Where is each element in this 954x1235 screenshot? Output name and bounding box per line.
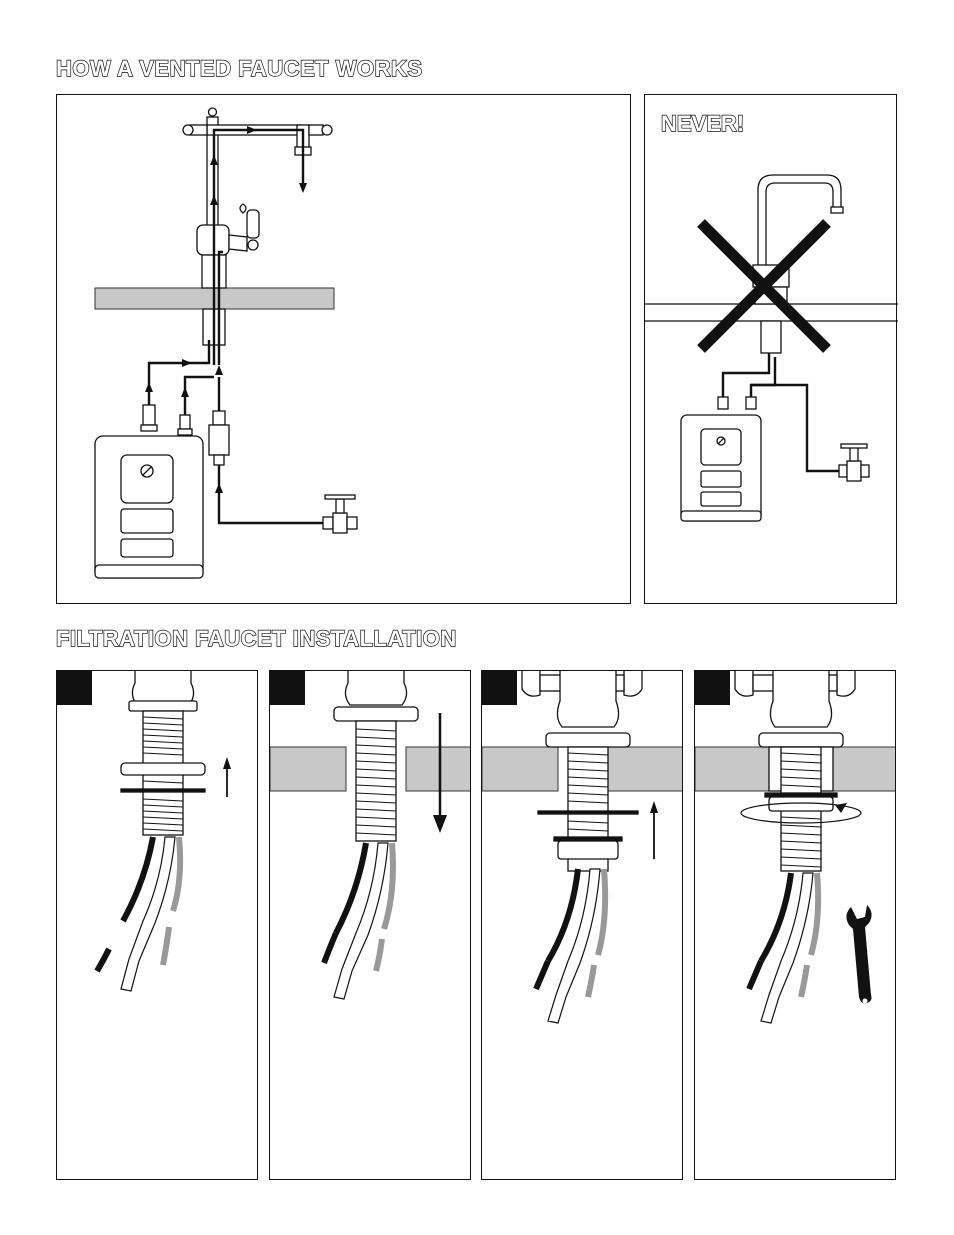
countertop-left xyxy=(482,747,558,791)
gasket xyxy=(334,707,418,721)
step-4-illustration xyxy=(695,671,896,1180)
supply-tubes xyxy=(536,869,605,1023)
wrench-icon xyxy=(846,905,871,1004)
gasket xyxy=(546,733,630,747)
installation-step-1 xyxy=(56,670,258,1180)
step-number-badge xyxy=(270,671,305,705)
vented-faucet-diagram xyxy=(56,94,631,604)
faucet-base xyxy=(132,671,193,705)
faucet-base xyxy=(345,671,406,705)
step-number-badge xyxy=(482,671,517,705)
supply-tubes xyxy=(324,843,393,999)
arrow-down xyxy=(181,387,189,397)
step-1-illustration xyxy=(57,671,258,1180)
never-warning-panel: NEVER! xyxy=(644,94,897,604)
step-number-badge xyxy=(57,671,92,705)
arrow-up xyxy=(215,483,223,493)
washer xyxy=(121,789,205,792)
arrow-down xyxy=(433,815,447,833)
hot-water-tank xyxy=(95,436,203,578)
installation-step-4 xyxy=(694,670,896,1180)
washer xyxy=(538,811,638,814)
arrow-up xyxy=(145,382,153,392)
line-fittings xyxy=(718,397,756,409)
gasket xyxy=(121,763,205,775)
step-number-badge xyxy=(695,671,730,705)
vented-faucet-illustration xyxy=(57,95,632,605)
countertop-right xyxy=(406,747,471,791)
hot-water-tank xyxy=(681,415,761,521)
heading-filtration-installation: FILTRATION FAUCET INSTALLATION xyxy=(56,628,457,650)
supply-tubes xyxy=(97,837,180,991)
step-2-illustration xyxy=(270,671,471,1180)
gasket xyxy=(759,733,843,747)
countertop-left xyxy=(695,747,771,791)
heading-vented-faucet: HOW A VENTED FAUCET WORKS xyxy=(56,58,423,80)
faucet-base xyxy=(770,671,831,727)
incorrect-installation-illustration xyxy=(645,95,898,605)
shutoff-valve xyxy=(839,444,869,481)
arrow-right xyxy=(182,359,192,367)
countertop-right xyxy=(833,747,896,791)
arrow-up xyxy=(215,365,223,375)
step-3-illustration xyxy=(482,671,683,1180)
shutoff-valve xyxy=(323,495,357,533)
installation-step-2 xyxy=(269,670,471,1180)
countertop xyxy=(645,304,898,321)
supply-tubes xyxy=(749,873,818,1023)
arrow-down xyxy=(299,183,307,193)
countertop-left xyxy=(270,747,346,791)
faucet-base xyxy=(557,671,618,727)
installation-step-3 xyxy=(481,670,683,1180)
mounting-nut xyxy=(558,841,618,859)
